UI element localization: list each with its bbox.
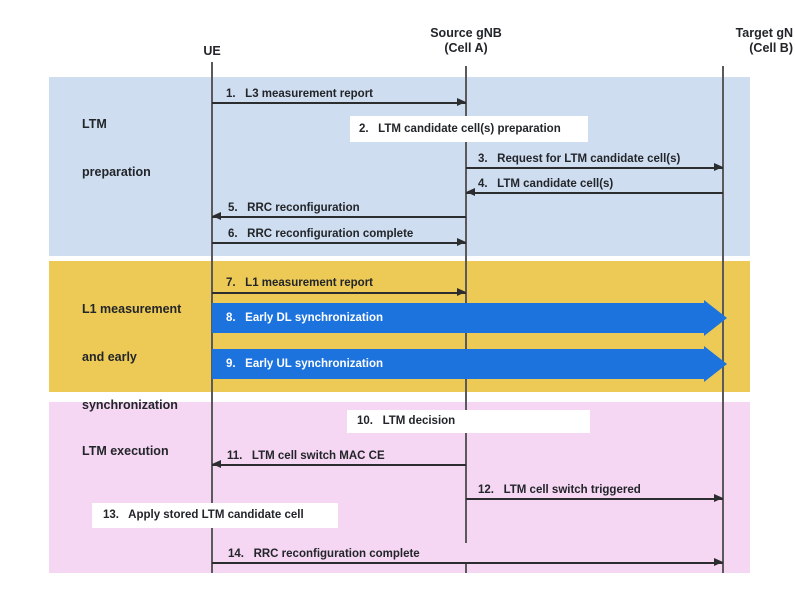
phase-label-l1-measurement: L1 measurement and early synchronization bbox=[82, 269, 181, 445]
lifeline-name: Target gN bbox=[735, 26, 793, 40]
phase-label-line: synchronization bbox=[82, 398, 178, 412]
message-label: 12. LTM cell switch triggered bbox=[478, 484, 641, 496]
arrowhead-right-icon bbox=[714, 163, 723, 171]
message-label: 14. RRC reconfiguration complete bbox=[228, 548, 420, 560]
message-label: 1. L3 measurement report bbox=[226, 88, 373, 100]
message-line bbox=[212, 562, 723, 564]
message-label: 2. LTM candidate cell(s) preparation bbox=[359, 123, 561, 135]
message-label: 8. Early DL synchronization bbox=[226, 312, 383, 324]
arrowhead-right-icon bbox=[457, 238, 466, 246]
message-10-box: 10. LTM decision bbox=[347, 410, 590, 433]
phase-label-ltm-preparation: LTM preparation bbox=[82, 84, 151, 212]
lifeline-subname: (Cell B) bbox=[749, 41, 793, 55]
arrowhead-left-icon bbox=[212, 212, 221, 220]
lifeline-label-target-gnb: Target gN (Cell B) bbox=[690, 26, 793, 56]
phase-label-line: L1 measurement bbox=[82, 302, 182, 316]
lifeline-name: UE bbox=[203, 44, 221, 58]
sync-arrowhead-right-icon bbox=[704, 346, 727, 382]
lifeline-label-ue: UE bbox=[182, 44, 242, 59]
lifeline-source-gnb-stub bbox=[465, 563, 467, 573]
message-label: 9. Early UL synchronization bbox=[226, 358, 383, 370]
message-label: 7. L1 measurement report bbox=[226, 277, 373, 289]
message-label: 3. Request for LTM candidate cell(s) bbox=[478, 153, 681, 165]
message-line bbox=[212, 102, 466, 104]
phase-band-ltm-preparation bbox=[49, 77, 750, 256]
phase-label-line: LTM bbox=[82, 117, 107, 131]
message-label: 13. Apply stored LTM candidate cell bbox=[103, 509, 304, 521]
arrowhead-right-icon bbox=[457, 288, 466, 296]
lifeline-label-source-gnb: Source gNB (Cell A) bbox=[416, 26, 516, 56]
arrowhead-right-icon bbox=[714, 558, 723, 566]
arrowhead-left-icon bbox=[466, 188, 475, 196]
phase-label-line: LTM execution bbox=[82, 444, 169, 458]
message-line bbox=[466, 167, 723, 169]
lifeline-subname: (Cell A) bbox=[444, 41, 488, 55]
message-label: 6. RRC reconfiguration complete bbox=[228, 228, 414, 240]
message-label: 5. RRC reconfiguration bbox=[228, 202, 360, 214]
message-line bbox=[212, 242, 466, 244]
message-13-box: 13. Apply stored LTM candidate cell bbox=[92, 503, 338, 528]
message-line bbox=[212, 464, 466, 466]
arrowhead-left-icon bbox=[212, 460, 221, 468]
sync-arrow-body: 8. Early DL synchronization bbox=[212, 303, 704, 333]
sync-arrowhead-right-icon bbox=[704, 300, 727, 336]
message-2-box: 2. LTM candidate cell(s) preparation bbox=[350, 116, 588, 142]
phase-label-ltm-execution: LTM execution bbox=[82, 411, 169, 491]
arrowhead-right-icon bbox=[457, 98, 466, 106]
message-line bbox=[212, 216, 466, 218]
message-label: 11. LTM cell switch MAC CE bbox=[227, 450, 385, 462]
phase-label-line: preparation bbox=[82, 165, 151, 179]
arrowhead-right-icon bbox=[714, 494, 723, 502]
message-label: 10. LTM decision bbox=[357, 415, 456, 427]
phase-label-line: and early bbox=[82, 350, 137, 364]
sync-arrow-body: 9. Early UL synchronization bbox=[212, 349, 704, 379]
message-line bbox=[212, 292, 466, 294]
lifeline-name: Source gNB bbox=[430, 26, 502, 40]
message-line bbox=[466, 192, 723, 194]
message-label: 4. LTM candidate cell(s) bbox=[478, 178, 614, 190]
message-line bbox=[466, 498, 723, 500]
